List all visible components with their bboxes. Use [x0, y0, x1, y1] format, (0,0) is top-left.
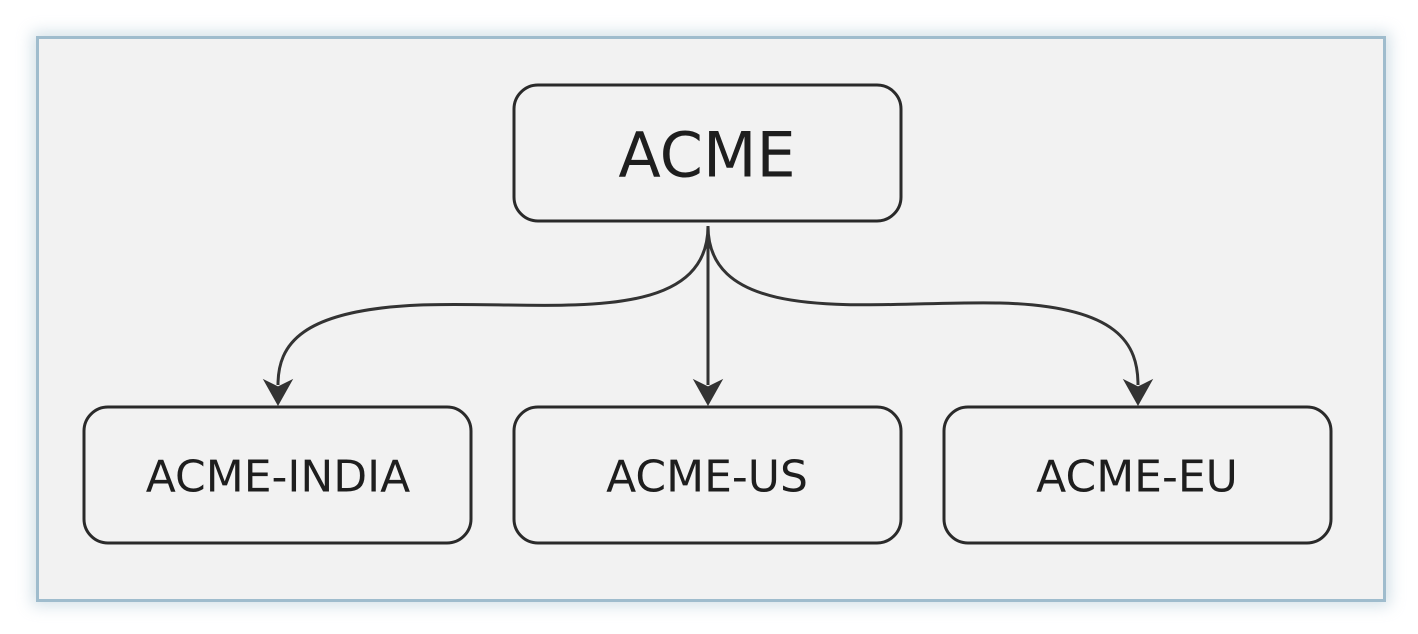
edge-acme-to-acme-eu: [706, 225, 1140, 386]
edge-arrowhead-acme-india: [262, 378, 294, 407]
node-acme-us-label: ACME-US: [606, 452, 808, 503]
node-acme-us[interactable]: ACME-US: [512, 405, 903, 545]
node-acme-eu-box: [942, 405, 1333, 545]
node-acme-india-label: ACME-INDIA: [146, 452, 411, 503]
edge-arrowhead-acme-us: [692, 378, 724, 407]
node-acme-eu-label: ACME-EU: [1036, 452, 1238, 503]
node-acme-eu[interactable]: ACME-EU: [942, 405, 1333, 545]
node-acme-india[interactable]: ACME-INDIA: [82, 405, 473, 545]
node-acme-box: [512, 83, 903, 223]
edge-acme-to-acme-india: [276, 225, 710, 386]
node-acme-us-box: [512, 405, 903, 545]
edges: [262, 225, 1154, 407]
edge-arrowhead-acme-eu: [1122, 378, 1154, 407]
node-acme[interactable]: ACME: [512, 83, 903, 223]
node-acme-label: ACME: [618, 119, 795, 192]
node-acme-india-box: [82, 405, 473, 545]
